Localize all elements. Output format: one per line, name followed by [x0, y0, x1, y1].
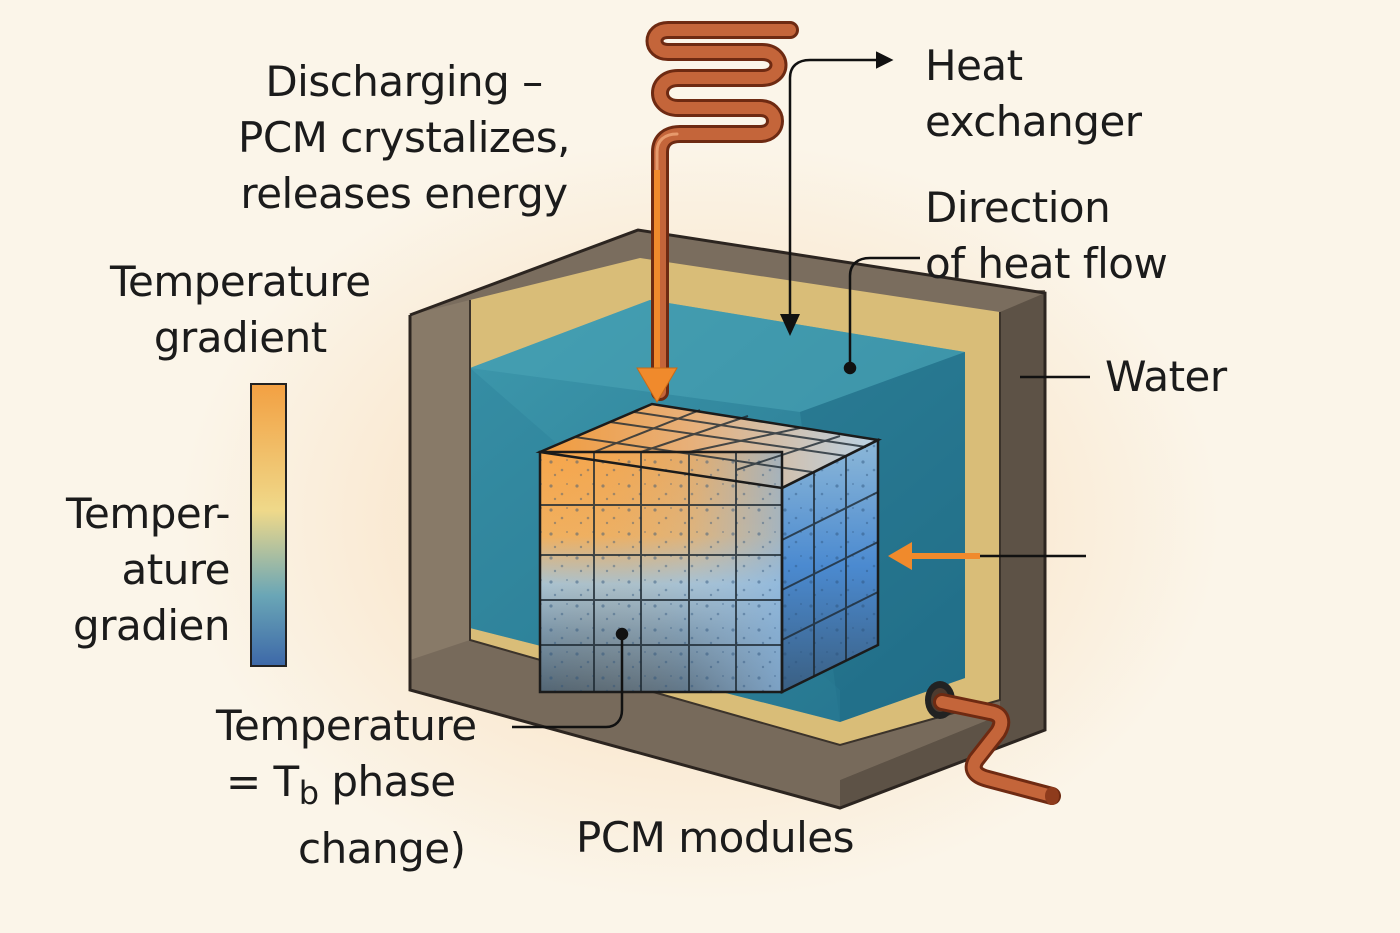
- heat-exchanger-line-1: Heat: [925, 41, 1023, 90]
- temperature-gradient-bar: [250, 383, 287, 667]
- heat-input-arrow: [636, 170, 678, 403]
- phase-change-subscript: b: [298, 774, 319, 812]
- phase-change-leader: [512, 627, 629, 729]
- direction-line-1: Direction: [925, 183, 1111, 232]
- heat-exchanger-label: Heat exchanger: [925, 38, 1142, 150]
- phase-change-prefix: = T: [226, 757, 299, 806]
- heat-exchanger-line-2: exchanger: [925, 97, 1142, 146]
- direction-leader: [843, 256, 920, 375]
- heat-exchanger-coil: [645, 21, 799, 401]
- phase-change-line-3: change): [298, 824, 466, 873]
- heat-flow-arrow: [888, 542, 1086, 570]
- gradient-title-label: Temperature gradient: [110, 254, 371, 366]
- discharging-label: Discharging – PCM crystalizes, releases …: [238, 54, 571, 222]
- phase-change-label: Temperature = Tb phase change): [216, 698, 477, 877]
- pcm-module-block: [535, 402, 883, 695]
- direction-line-2: of heat flow: [925, 239, 1168, 288]
- water-label: Water: [1105, 352, 1227, 401]
- outlet-pipe: [925, 681, 1061, 805]
- gradient-side-line-2: ature: [121, 545, 230, 594]
- gradient-side-line-1: Temper-: [65, 489, 231, 538]
- gradient-side-label: Temper- ature gradien: [40, 486, 231, 654]
- direction-label: Direction of heat flow: [925, 180, 1168, 292]
- phase-change-line-2: = Tb phase: [216, 754, 477, 821]
- heat-exchanger-leader: [780, 51, 894, 336]
- discharging-line-1: Discharging –: [265, 57, 543, 106]
- phase-change-line-1: Temperature: [216, 701, 477, 750]
- gradient-title-line-1: Temperature: [110, 257, 371, 306]
- gradient-title-line-2: gradient: [153, 313, 327, 362]
- gradient-side-line-3: gradien: [73, 601, 230, 650]
- pcm-modules-label: PCM modules: [576, 813, 855, 862]
- discharging-line-2: PCM crystalizes,: [238, 113, 571, 162]
- phase-change-suffix: phase: [318, 757, 456, 806]
- discharging-line-3: releases energy: [240, 169, 568, 218]
